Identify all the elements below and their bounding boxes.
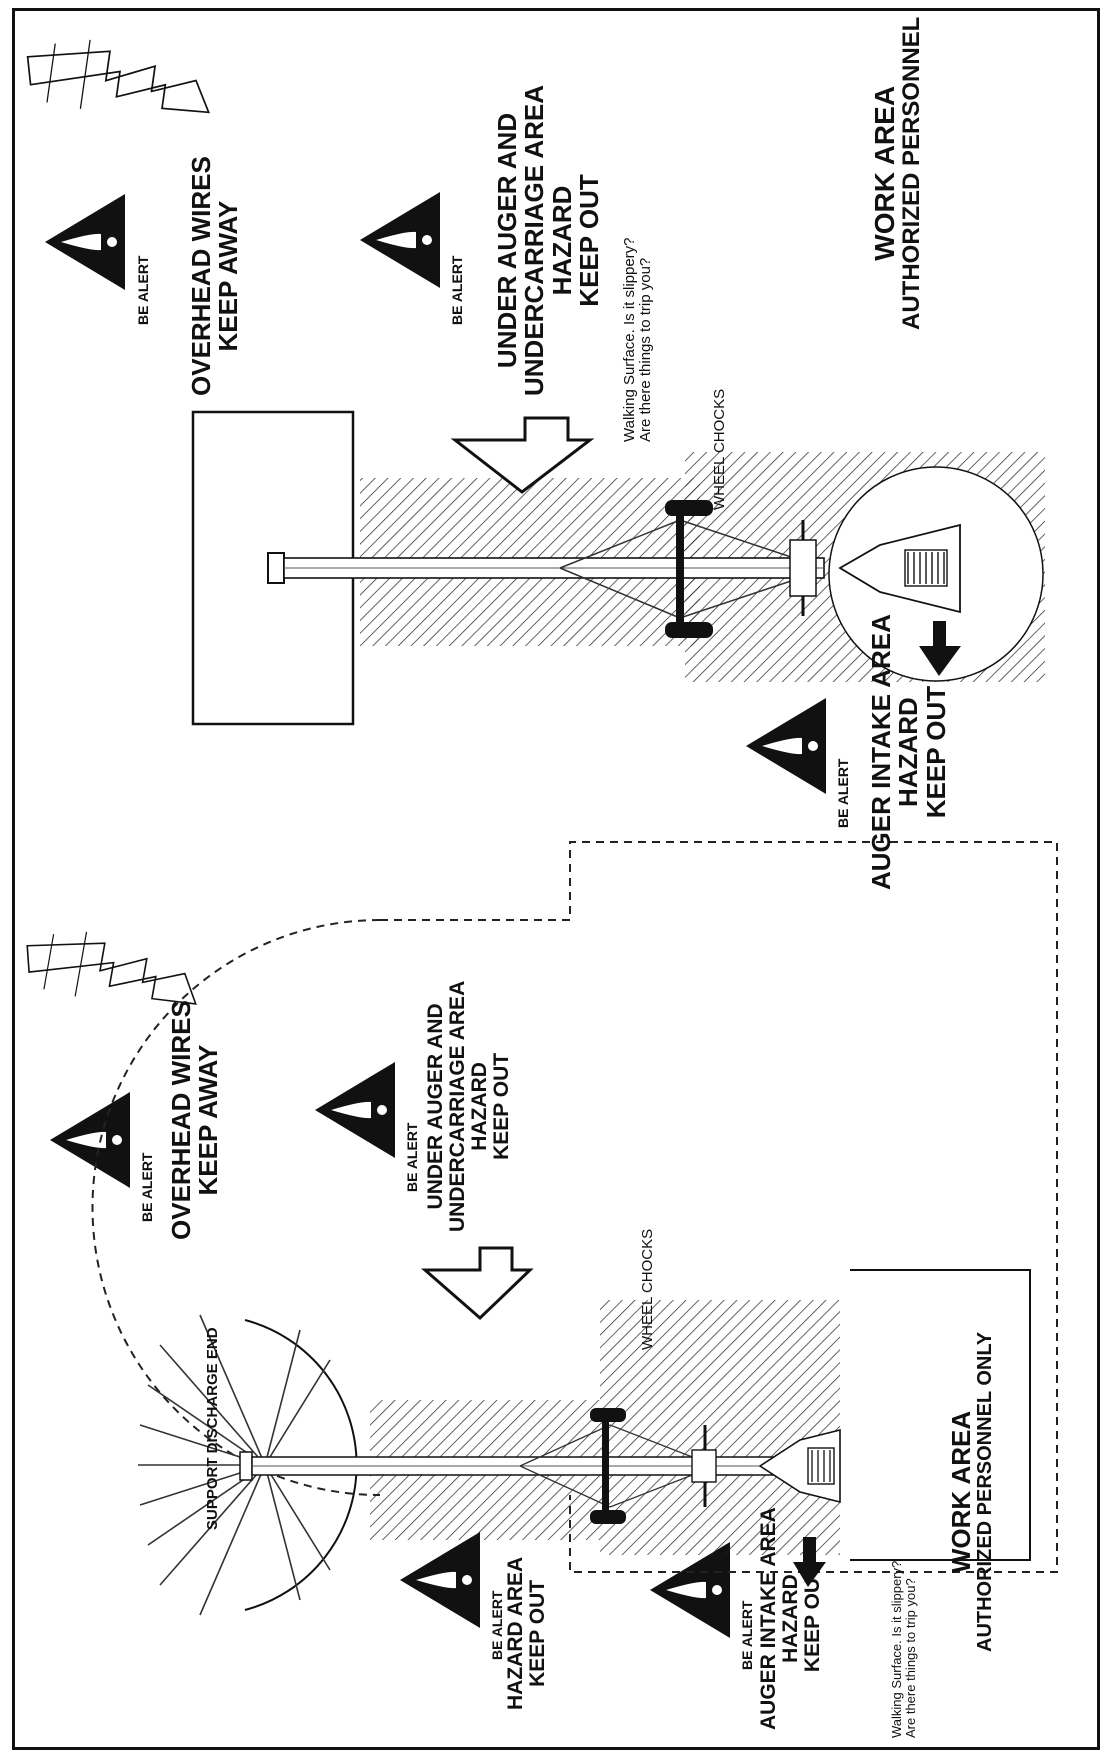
top-under-label: UNDER AUGER AND UNDERCARRIAGE AREA HAZAR… <box>492 84 604 396</box>
bottom-under-warning-icon <box>315 1062 395 1158</box>
top-wheel-chocks-label: WHEEL CHOCKS <box>711 388 728 510</box>
bottom-down-arrow-icon <box>421 1246 534 1321</box>
bottom-overhead-warning-icon <box>50 1092 130 1188</box>
diagram-frame <box>12 8 1100 1750</box>
bottom-hazard-warning-icon <box>400 1532 480 1628</box>
bottom-support-discharge-label: SUPPORT DISCHARGE END <box>204 1327 221 1530</box>
top-up-arrow-icon <box>919 621 961 676</box>
bottom-under-label: UNDER AUGER AND UNDERCARRIAGE AREA HAZAR… <box>424 980 514 1232</box>
bottom-walking-surface-note: Walking Surface. Is it slippery? Are the… <box>889 1560 918 1738</box>
bottom-overhead-badge: BE ALERT <box>139 1152 155 1222</box>
top-down-arrow-icon <box>450 416 595 494</box>
top-auger <box>267 500 961 638</box>
bottom-overhead-label: OVERHEAD WIRES KEEP AWAY <box>166 1000 224 1240</box>
bottom-intake-hatch-zone <box>600 1300 840 1555</box>
top-intake-warning-icon <box>746 698 826 794</box>
top-lightning-icon <box>20 30 218 128</box>
bottom-hazard-area-label: HAZARD AREA KEEP OUT <box>504 1556 550 1710</box>
bottom-wheel-chocks-label: WHEEL CHOCKS <box>639 1228 656 1350</box>
bottom-under-badge: BE ALERT <box>404 1122 420 1192</box>
top-overhead-label: OVERHEAD WIRES KEEP AWAY <box>186 156 244 396</box>
top-under-warning-icon <box>360 192 440 288</box>
top-walking-surface-note: Walking Surface. Is it slippery? Are the… <box>621 237 654 442</box>
top-overhead-badge: BE ALERT <box>135 255 151 325</box>
top-overhead-warning-icon <box>45 194 125 290</box>
top-intake-badge: BE ALERT <box>835 758 851 828</box>
bottom-intake-warning-icon <box>650 1542 730 1638</box>
bottom-work-area-label: WORK AREA AUTHORIZED PERSONNEL ONLY <box>946 1331 997 1652</box>
bottom-auger <box>239 1408 841 1524</box>
bottom-intake-badge: BE ALERT <box>739 1600 755 1670</box>
bottom-intake-label: AUGER INTAKE AREA HAZARD KEEP OUT <box>757 1507 825 1730</box>
top-intake-label: AUGER INTAKE AREA HAZARD KEEP OUT <box>866 614 951 890</box>
bottom-hazard-badge: BE ALERT <box>489 1590 505 1660</box>
top-under-badge: BE ALERT <box>449 255 465 325</box>
bottom-work-area-bracket <box>850 1269 1031 1561</box>
bottom-up-arrow-icon <box>793 1537 826 1587</box>
top-work-area-label: WORK AREA AUTHORIZED PERSONNEL <box>869 16 926 330</box>
